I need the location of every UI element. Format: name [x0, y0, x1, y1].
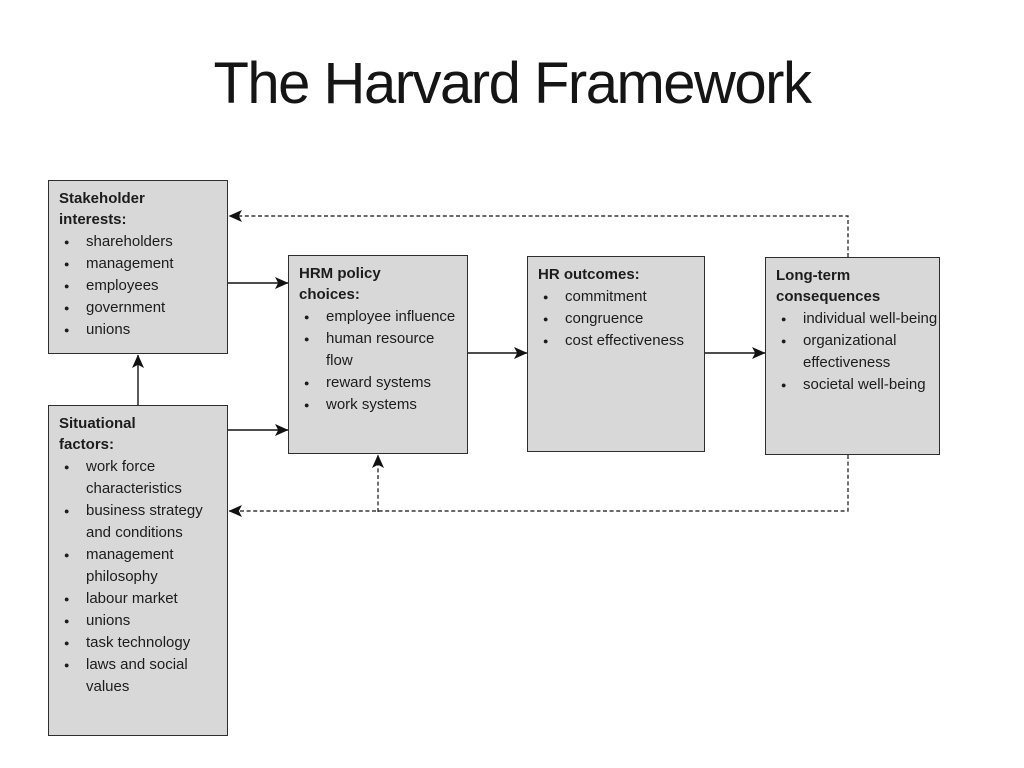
box-heading: Long-term consequences: [776, 267, 881, 305]
slide-title: The Harvard Framework: [213, 51, 812, 116]
list-item: human resource flow: [299, 328, 465, 372]
situational-factors-box: Situational factors: work force characte…: [48, 405, 228, 736]
long-term-consequences-box: Long-term consequences individual well-b…: [765, 257, 940, 455]
box-heading: HR outcomes:: [538, 266, 640, 283]
hr-outcomes-box: HR outcomes: commitment congruence cost …: [527, 256, 705, 452]
hrm-policy-choices-box: HRM policy choices: employee influence h…: [288, 255, 468, 454]
bullet-list: employee influence human resource flow r…: [299, 306, 457, 416]
list-item: business strategy and conditions: [59, 500, 225, 544]
list-item: employees: [59, 275, 225, 297]
list-item: societal well-being: [776, 374, 942, 396]
list-item: cost effectiveness: [538, 330, 704, 352]
stakeholder-interests-box: Stakeholder interests: shareholders mana…: [48, 180, 228, 354]
feedback-longterm-to-stakeholder: [228, 210, 849, 257]
list-item: congruence: [538, 308, 704, 330]
list-item: laws and social values: [59, 654, 225, 698]
list-item: commitment: [538, 286, 704, 308]
list-item: reward systems: [299, 372, 465, 394]
bullet-list: shareholders management employees govern…: [59, 231, 217, 341]
list-item: management philosophy: [59, 544, 225, 588]
feedback-longterm-to-situational: [228, 455, 849, 517]
bullet-list: work force characteristics business stra…: [59, 456, 217, 698]
list-item: work force characteristics: [59, 456, 225, 500]
list-item: management: [59, 253, 225, 275]
list-item: individual well-being: [776, 308, 942, 330]
bullet-list: individual well-being organizational eff…: [776, 308, 937, 396]
bullet-list: commitment congruence cost effectiveness: [538, 286, 694, 352]
box-heading: Stakeholder interests:: [59, 190, 145, 228]
box-heading: Situational factors:: [59, 415, 136, 453]
list-item: shareholders: [59, 231, 225, 253]
list-item: unions: [59, 319, 225, 341]
box-heading: HRM policy choices:: [299, 265, 381, 303]
list-item: employee influence: [299, 306, 465, 328]
list-item: unions: [59, 610, 225, 632]
list-item: government: [59, 297, 225, 319]
list-item: task technology: [59, 632, 225, 654]
list-item: work systems: [299, 394, 465, 416]
list-item: organizational effectiveness: [776, 330, 942, 374]
list-item: labour market: [59, 588, 225, 610]
